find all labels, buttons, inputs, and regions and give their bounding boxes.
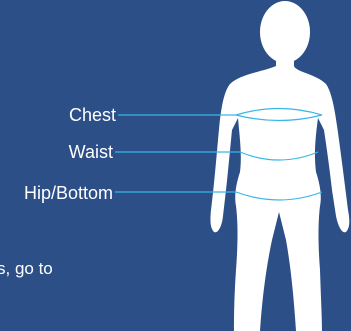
- body-shape: [210, 66, 349, 331]
- waist-label: Waist: [69, 143, 113, 161]
- hip-bottom-label: Hip/Bottom: [24, 184, 113, 202]
- size-guide-note: s, go to: [0, 260, 53, 278]
- head-shape: [260, 1, 310, 63]
- chest-label: Chest: [69, 106, 116, 124]
